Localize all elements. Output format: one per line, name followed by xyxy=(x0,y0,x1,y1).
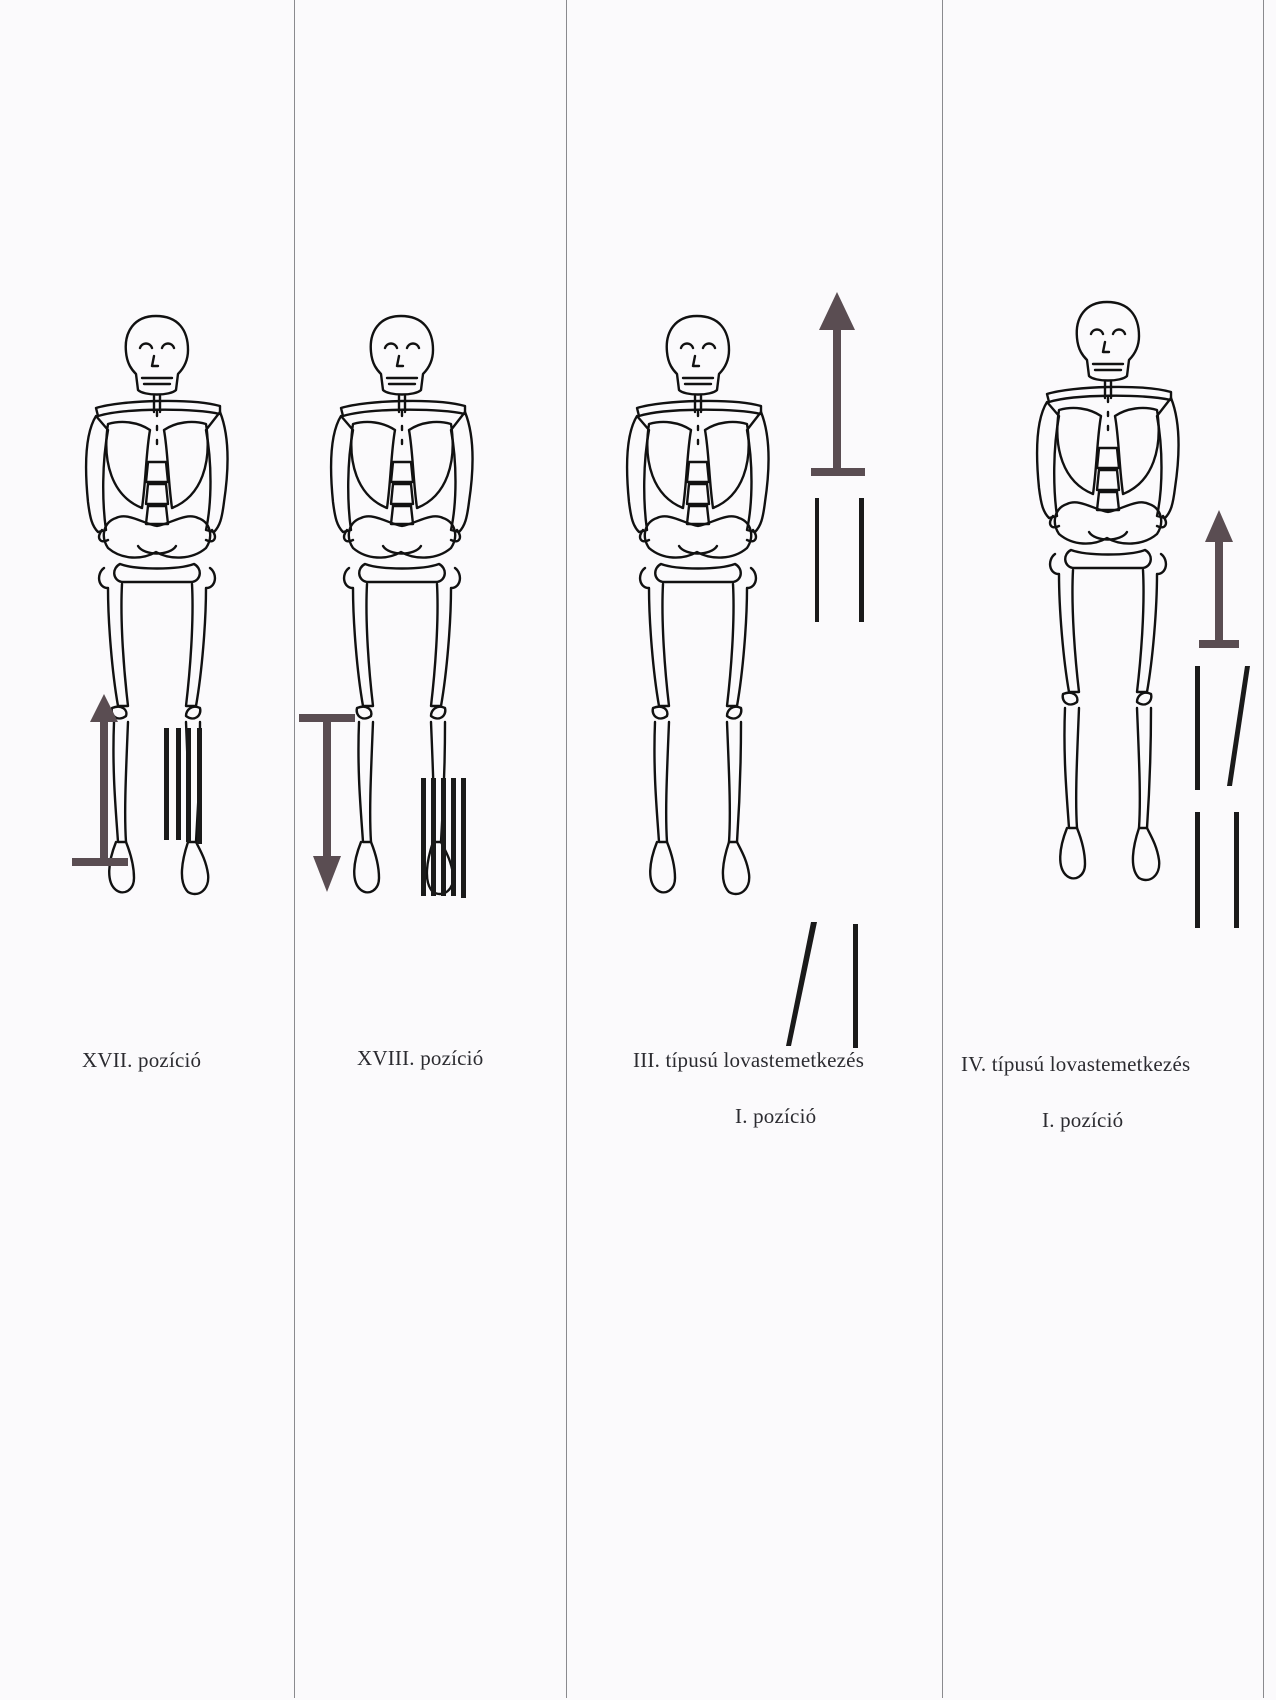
caption-xviii: XVIII. pozíció xyxy=(357,1046,483,1071)
caption-iv-line1: IV. típusú lovastemetkezés xyxy=(961,1052,1190,1077)
caption-iii-line2: I. pozíció xyxy=(735,1104,816,1129)
panel-xviii: XVIII. pozíció xyxy=(294,0,566,1698)
direction-arrow-down-icon xyxy=(299,714,355,892)
direction-arrow-up-icon xyxy=(1199,510,1239,648)
caption-iii-line1: III. típusú lovastemetkezés xyxy=(633,1048,864,1073)
caption-iv-line2: I. pozíció xyxy=(1042,1108,1123,1133)
panel-iv-type: IV. típusú lovastemetkezés I. pozíció xyxy=(942,0,1264,1698)
skeleton-figure-iv xyxy=(943,0,1265,1698)
caption-xvii: XVII. pozíció xyxy=(82,1048,201,1073)
horse-bone-bars-icon xyxy=(786,498,864,1048)
direction-arrow-up-icon xyxy=(811,292,865,476)
panel-iii-type: III. típusú lovastemetkezés I. pozíció xyxy=(566,0,942,1698)
skeleton-figure-xviii xyxy=(295,0,567,1698)
direction-arrow-up-icon xyxy=(72,694,128,866)
skeleton-figure-xvii xyxy=(0,0,294,1698)
horse-bone-bars-icon xyxy=(1195,666,1250,928)
human-skeleton-icon xyxy=(1037,302,1178,880)
skeleton-figure-iii xyxy=(567,0,943,1698)
human-skeleton-icon xyxy=(627,316,768,894)
panel-xvii: XVII. pozíció xyxy=(0,0,294,1698)
